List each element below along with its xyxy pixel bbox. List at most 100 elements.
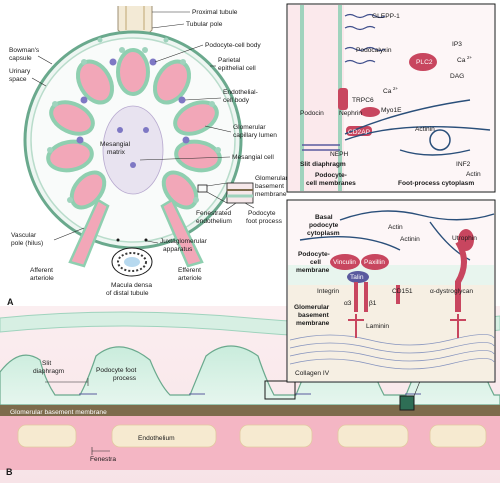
label-foot-process-cytoplasm: Foot-process cytoplasm bbox=[398, 180, 474, 187]
label-ca: Ca bbox=[383, 88, 392, 95]
label-podocyte-membranes-1: Podocyte- bbox=[315, 172, 347, 179]
label-slit-diaphragm: Slit diaphragm bbox=[300, 161, 346, 168]
label-gbm-b: Glomerular basement membrane bbox=[10, 409, 107, 416]
label-jg-1: Juxtaglomerular bbox=[160, 238, 208, 245]
label-podocalyxin: Podocalyxin bbox=[356, 47, 392, 54]
label-mesangial-matrix-1: Mesangial bbox=[100, 141, 131, 148]
efferent-arteriole bbox=[160, 198, 204, 268]
label-podocyte-cell-body: Podocyte-cell body bbox=[205, 42, 261, 49]
label-glomerular-lumen-1: Glomerular bbox=[233, 124, 266, 131]
panel-a: A Proximal tubule Tubular pole Bowman's … bbox=[7, 6, 288, 307]
label-endothelium: Endothelium bbox=[138, 435, 175, 442]
label-fenestra: Fenestra bbox=[90, 456, 116, 463]
label-slit-1: Slit bbox=[42, 360, 51, 367]
label-gbm-a-2: basement bbox=[255, 183, 284, 190]
label-glepp1: GLEPP-1 bbox=[372, 13, 400, 20]
panel-a-labels: Proximal tubule Tubular pole Bowman's ca… bbox=[9, 9, 288, 297]
label-endothelial-1: Endothelial- bbox=[223, 89, 258, 96]
label-actinin-bottom: Actinin bbox=[400, 236, 420, 243]
endothelial-cells bbox=[17, 424, 487, 448]
label-ip3: IP3 bbox=[452, 41, 462, 48]
label-podocin: Podocin bbox=[300, 110, 324, 117]
label-trpc6: TRPC6 bbox=[352, 97, 374, 104]
label-pcm-1: Podocyte- bbox=[298, 251, 330, 258]
label-basal-3: cytoplasm bbox=[307, 230, 340, 237]
label-actinin: Actinin bbox=[415, 126, 435, 133]
label-dystroglycan: α-dystroglycan bbox=[430, 288, 473, 295]
label-gbm-a-1: Glomerular bbox=[255, 175, 288, 182]
label-fenestrated-1: Fenestrated bbox=[196, 210, 232, 217]
label-mesangial-cell: Mesangial cell bbox=[232, 154, 274, 161]
gbm-band bbox=[0, 405, 500, 416]
label-ca-top: Ca bbox=[457, 57, 466, 64]
zoom-box-a bbox=[197, 184, 208, 193]
label-neph: NEPH bbox=[330, 151, 349, 158]
label-podocyte-foot-a-1: Podocyte bbox=[248, 210, 276, 217]
label-afferent-2: arteriole bbox=[30, 275, 54, 282]
label-podocyte-foot-a-2: foot process bbox=[246, 218, 283, 225]
panel-b-letter: B bbox=[6, 467, 13, 477]
label-dag: DAG bbox=[450, 73, 464, 80]
label-gbm-inset-1: Glomerular bbox=[294, 304, 330, 311]
afferent-arteriole bbox=[68, 198, 110, 268]
label-afferent-1: Afferent bbox=[30, 267, 53, 274]
label-mesangial-matrix-2: matrix bbox=[107, 149, 126, 156]
inset-basal-podocyte: Basal podocyte cytoplasm Actin Actinin U… bbox=[286, 199, 496, 383]
label-beta1: β1 bbox=[369, 300, 377, 307]
label-cd2ap: CD2AP bbox=[348, 129, 371, 136]
label-gbm-inset-3: membrane bbox=[296, 320, 330, 327]
label-integrin: Integrin bbox=[317, 288, 339, 295]
label-efferent-1: Efferent bbox=[178, 267, 201, 274]
label-ca-top-sup: 2+ bbox=[467, 55, 473, 60]
label-gbm-inset-2: basement bbox=[298, 312, 330, 319]
inset-slit-diaphragm: GLEPP-1 PLC2 IP3 Ca 2+ DAG Podocalyxin C… bbox=[286, 3, 496, 193]
panel-b: B Slit diaphragm Podocyte foot process G… bbox=[0, 306, 500, 483]
label-vascular-pole-2: pole (hilus) bbox=[11, 240, 43, 247]
label-tubular-pole: Tubular pole bbox=[186, 21, 223, 28]
label-parietal-2: epithelial cell bbox=[218, 65, 256, 72]
label-laminin: Laminin bbox=[366, 323, 389, 330]
label-macula-1: Macula densa bbox=[111, 282, 152, 289]
label-basal-2: podocyte bbox=[309, 222, 339, 229]
label-actin-top: Actin bbox=[466, 171, 481, 178]
capillary-loops bbox=[46, 48, 222, 210]
label-vinculin: Vinculin bbox=[333, 259, 356, 266]
label-nephrin: Nephrin bbox=[339, 110, 362, 117]
label-plc2: PLC2 bbox=[416, 59, 433, 66]
label-gbm-a-3: membrane bbox=[255, 191, 287, 198]
label-paxillin: Paxillin bbox=[364, 259, 385, 266]
label-endothelial-2: cell body bbox=[223, 97, 250, 104]
label-utrophin: Utrophin bbox=[452, 235, 477, 242]
label-urinary-1: Urinary bbox=[9, 68, 31, 75]
label-podocyte-membranes-2: cell membranes bbox=[306, 180, 356, 187]
label-basal-1: Basal bbox=[315, 214, 333, 221]
label-podo-foot-b-1: Podocyte foot bbox=[96, 367, 136, 374]
label-actin-bottom: Actin bbox=[388, 224, 403, 231]
label-alpha3: α3 bbox=[344, 300, 352, 307]
label-jg-2: apparatus bbox=[163, 246, 193, 253]
label-macula-2: of distal tubule bbox=[106, 290, 149, 297]
label-collagen: Collagen IV bbox=[295, 370, 330, 377]
label-vascular-pole-1: Vascular bbox=[11, 232, 37, 239]
label-fenestrated-2: endothelium bbox=[196, 218, 232, 225]
label-proximal-tubule: Proximal tubule bbox=[192, 9, 238, 16]
label-pcm-2: cell bbox=[310, 259, 321, 266]
label-efferent-2: arteriole bbox=[178, 275, 202, 282]
inset-bottom-labels: Basal podocyte cytoplasm Actin Actinin U… bbox=[294, 214, 477, 377]
label-urinary-2: space bbox=[9, 76, 27, 83]
label-bowmans-2: capsule bbox=[9, 55, 32, 62]
panel-b-labels: Slit diaphragm Podocyte foot process Glo… bbox=[10, 360, 175, 463]
label-slit-2: diaphragm bbox=[33, 368, 65, 375]
label-myo1e: Myo1E bbox=[381, 107, 402, 114]
panel-a-letter: A bbox=[7, 297, 14, 307]
label-inf2: INF2 bbox=[456, 161, 471, 168]
label-ca-sup: 2+ bbox=[393, 86, 399, 91]
zoom-box-a2 bbox=[226, 182, 254, 204]
label-podo-foot-b-2: process bbox=[113, 375, 137, 382]
label-talin: Talin bbox=[350, 274, 364, 281]
label-cd151: CD151 bbox=[392, 288, 413, 295]
label-pcm-3: membrane bbox=[296, 267, 330, 274]
label-parietal-1: Parietal bbox=[218, 57, 241, 64]
label-bowmans-1: Bowman's bbox=[9, 47, 40, 54]
